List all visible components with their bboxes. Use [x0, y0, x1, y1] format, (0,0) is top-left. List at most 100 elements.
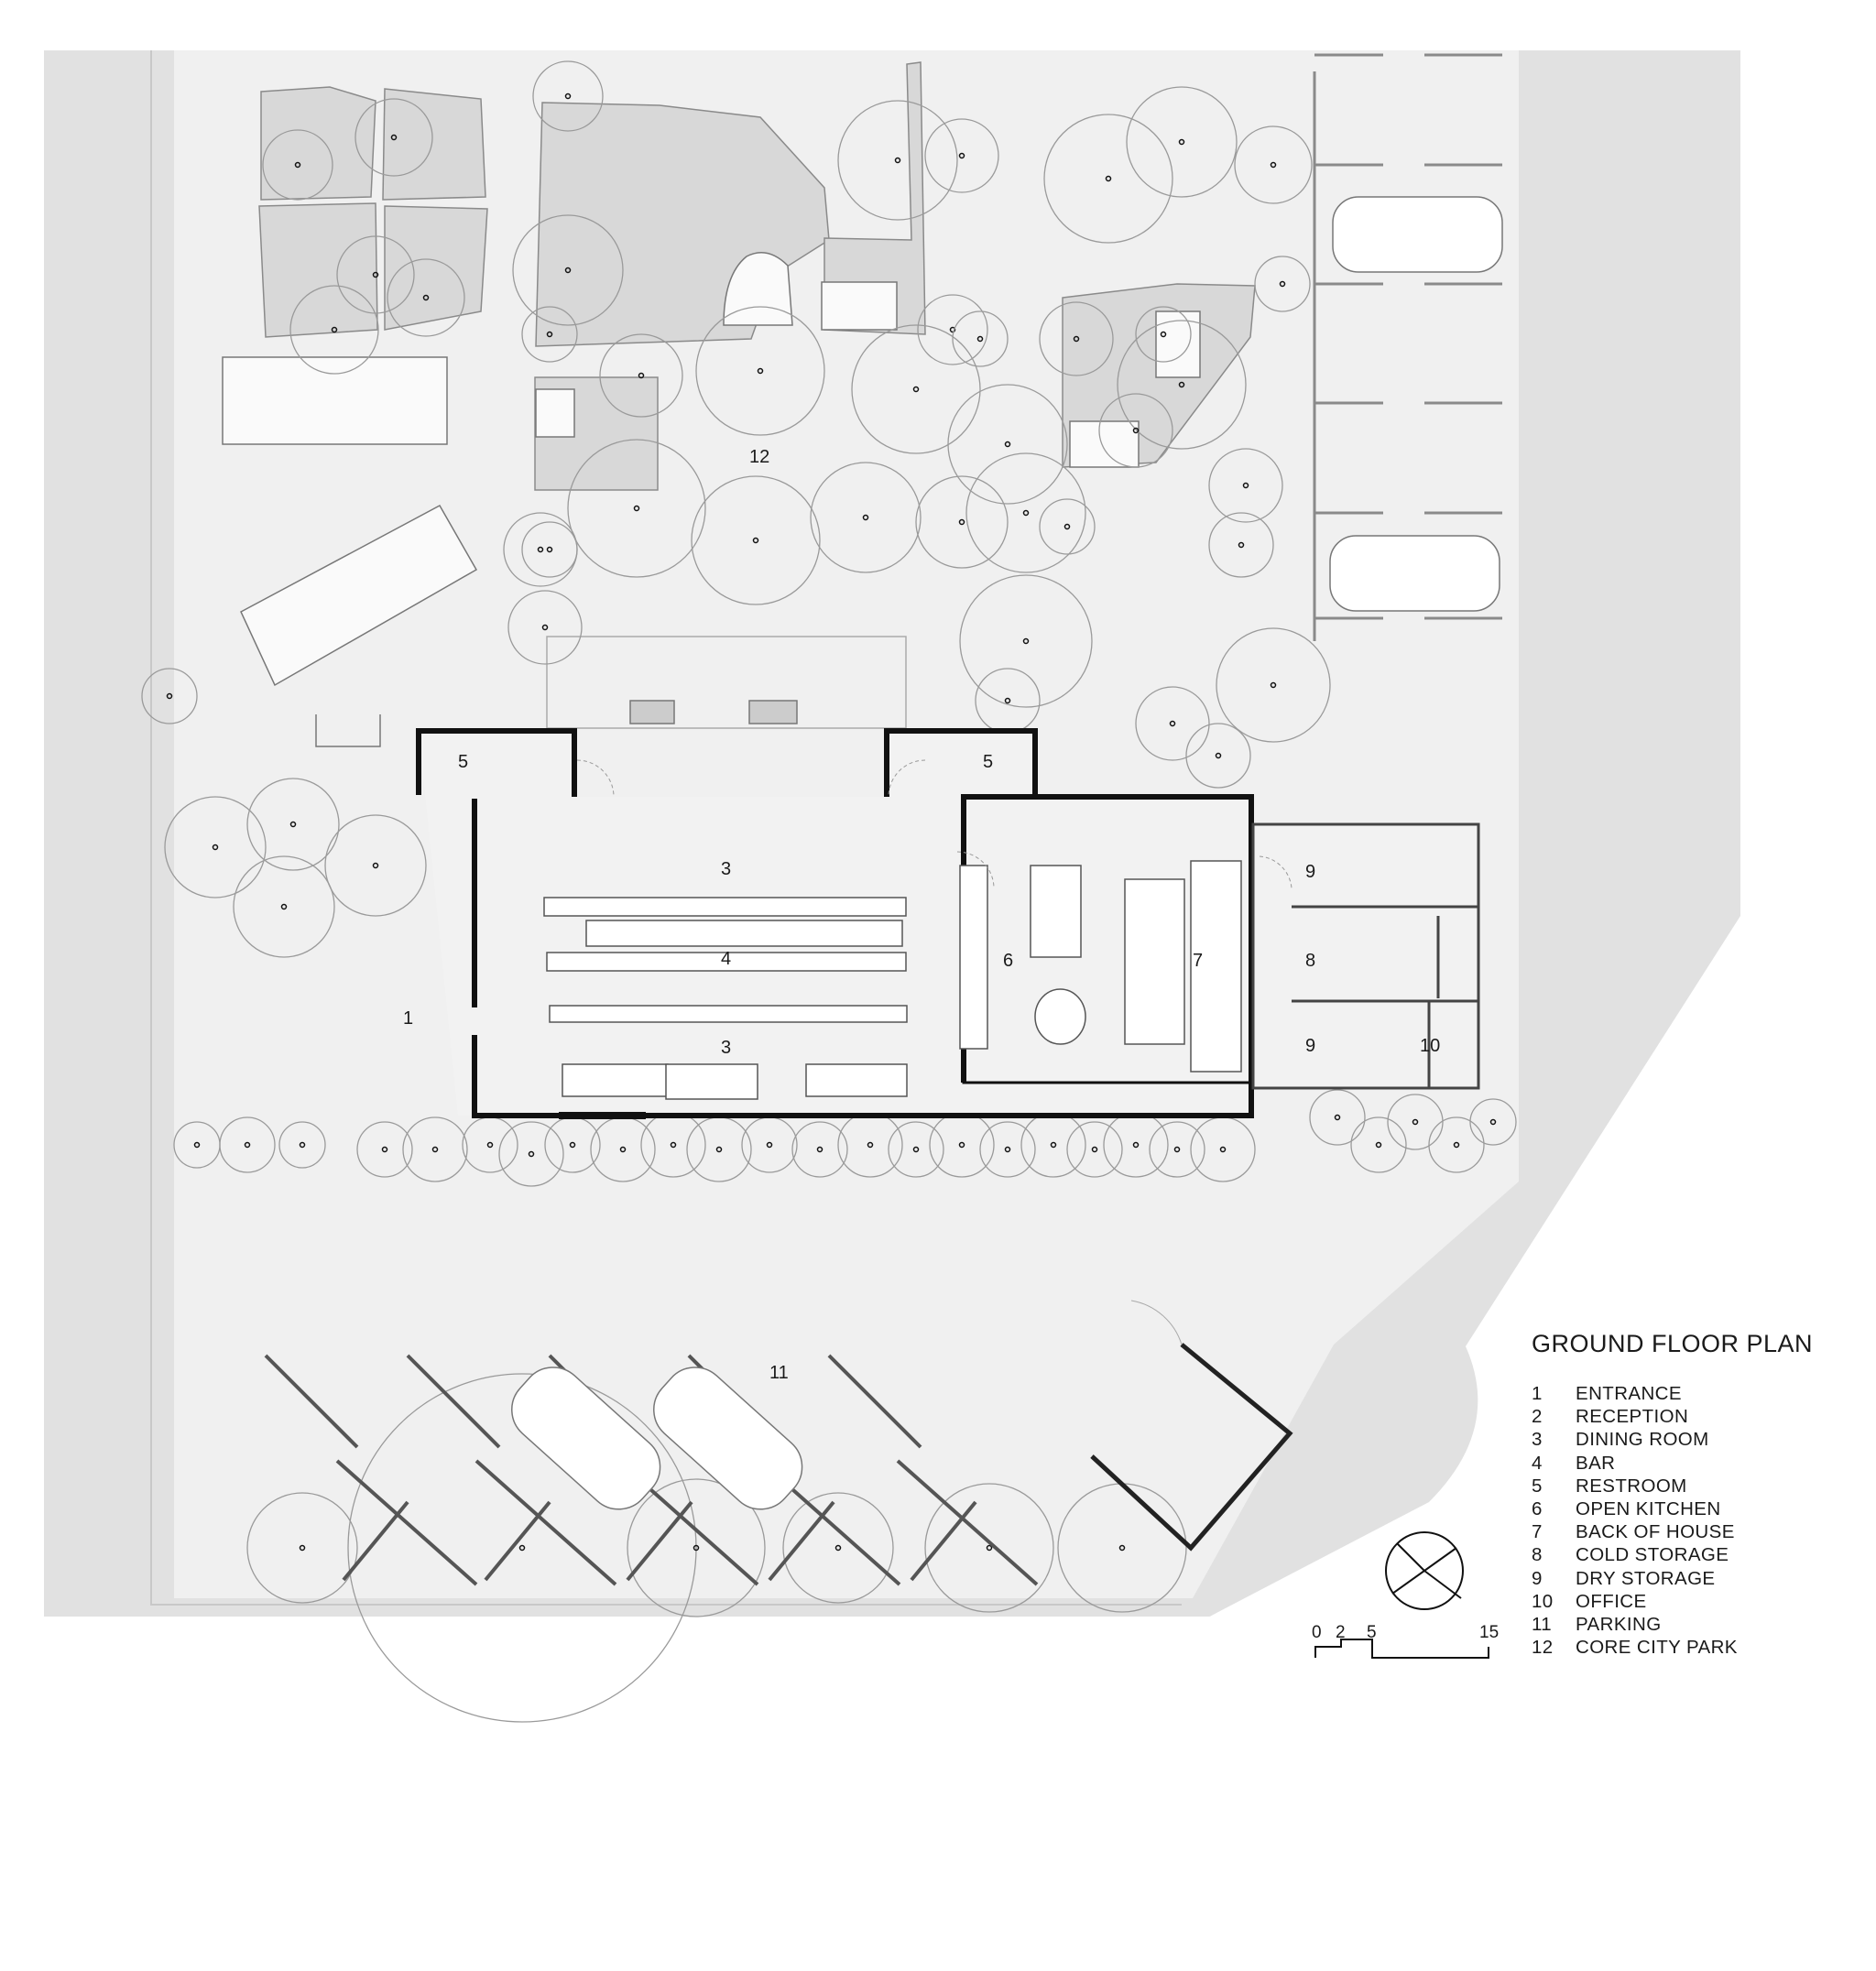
park-pavilions [222, 252, 1201, 747]
legend-title: GROUND FLOOR PLAN [1532, 1330, 1814, 1357]
tree-trunk [289, 821, 297, 828]
tree-canopy [1185, 723, 1251, 789]
tree-canopy [1208, 512, 1274, 578]
legend-item-label: DRY STORAGE [1576, 1567, 1716, 1589]
tree-trunk [331, 326, 338, 333]
tree-canopy [507, 590, 583, 665]
tree-trunk [1489, 1118, 1497, 1126]
tree-trunk [894, 157, 901, 164]
legend-item-number: 9 [1532, 1567, 1543, 1589]
tree-trunk [546, 546, 553, 553]
scale-bar [1314, 1639, 1489, 1659]
tree-trunk [1412, 1118, 1419, 1126]
tree-trunk [766, 1141, 773, 1149]
tree-trunk [381, 1146, 388, 1153]
label-entrance: 1 [403, 1008, 413, 1029]
tree-trunk [1132, 427, 1140, 434]
sidewalk-edge [150, 50, 1182, 1606]
tree-canopy [965, 452, 1086, 573]
parked-cars-bottom [511, 1367, 803, 1510]
legend-item-label: COLD STORAGE [1576, 1544, 1729, 1566]
tree-canopy [1135, 306, 1192, 363]
tree-trunk [1022, 637, 1030, 645]
tree-canopy [141, 668, 198, 724]
tree-trunk [1173, 1146, 1181, 1153]
tree-trunk [299, 1544, 306, 1552]
tree-trunk [949, 326, 956, 333]
tree-trunk [1063, 523, 1071, 530]
tree-canopy [324, 814, 427, 917]
legend-item-label: OPEN KITCHEN [1576, 1498, 1721, 1520]
tree-trunk [244, 1141, 251, 1149]
label-dry-storage-top: 9 [1305, 862, 1315, 882]
tree-trunk [564, 93, 572, 100]
tree-trunk [1073, 335, 1080, 343]
tree-trunk [431, 1146, 439, 1153]
tree-canopy [1428, 1116, 1485, 1173]
label-dining-bottom: 3 [721, 1038, 731, 1058]
tree-trunk [294, 161, 301, 169]
tree-canopy [837, 100, 958, 221]
label-park: 12 [749, 447, 769, 467]
tree-trunk [280, 903, 288, 910]
label-restroom-left: 5 [458, 752, 468, 772]
tree-canopy [924, 118, 999, 193]
tree-canopy [810, 462, 922, 573]
legend-item: 6 OPEN KITCHEN [1532, 1497, 1843, 1520]
tree-canopy [1309, 1089, 1366, 1146]
tree-canopy [1135, 686, 1210, 761]
legend-item-number: 1 [1532, 1383, 1543, 1404]
tree-trunk [569, 1141, 576, 1149]
scale-tick-label: 0 [1312, 1623, 1322, 1642]
tree-trunk [912, 1146, 920, 1153]
legend-item-number: 12 [1532, 1637, 1554, 1659]
tree-trunk [372, 271, 379, 278]
label-parking: 11 [769, 1363, 789, 1383]
gatehouse [1090, 1300, 1293, 1552]
label-restroom-right: 5 [983, 752, 993, 772]
tree-trunk [1242, 482, 1249, 489]
tree-trunk [693, 1544, 700, 1552]
tree-canopy [691, 475, 821, 605]
tree-canopy [627, 1478, 766, 1617]
tree-trunk [619, 1146, 627, 1153]
tree-canopy [1387, 1094, 1444, 1150]
tree-canopy [979, 1121, 1036, 1178]
legend-item-number: 4 [1532, 1452, 1543, 1474]
tree-canopy [354, 98, 433, 177]
tree-trunk [537, 546, 544, 553]
tree-canopy [695, 306, 825, 436]
tree-canopy [1039, 498, 1096, 555]
label-dining-top: 3 [721, 859, 731, 879]
tree-canopy [947, 384, 1068, 505]
label-cold-storage: 8 [1305, 951, 1315, 971]
tree-canopy [278, 1121, 326, 1169]
scale-tick-label: 2 [1336, 1623, 1346, 1642]
legend-item-number: 5 [1532, 1475, 1543, 1497]
tree-canopy [888, 1121, 944, 1178]
label-dry-storage-bottom: 9 [1305, 1036, 1315, 1056]
room-labels: 1 3 4 3 5 5 6 7 9 8 9 10 11 12 [403, 447, 1440, 1383]
tree-trunk [1178, 138, 1185, 146]
tree-trunk [670, 1141, 677, 1149]
tree-canopy [387, 258, 465, 337]
label-office: 10 [1420, 1036, 1440, 1056]
legend-item-number: 6 [1532, 1498, 1543, 1520]
tree-trunk [1219, 1146, 1227, 1153]
tree-trunk [1270, 681, 1277, 689]
tree-canopy [164, 796, 267, 898]
tree-trunk [1004, 441, 1011, 448]
tree-canopy [262, 129, 333, 201]
tree-canopy [532, 60, 604, 132]
tree-trunk [834, 1544, 842, 1552]
tree-canopy [402, 1116, 468, 1182]
legend-item-label: DINING ROOM [1576, 1429, 1709, 1451]
tree-canopy [246, 1492, 358, 1604]
scale-tick-label: 15 [1479, 1623, 1500, 1642]
